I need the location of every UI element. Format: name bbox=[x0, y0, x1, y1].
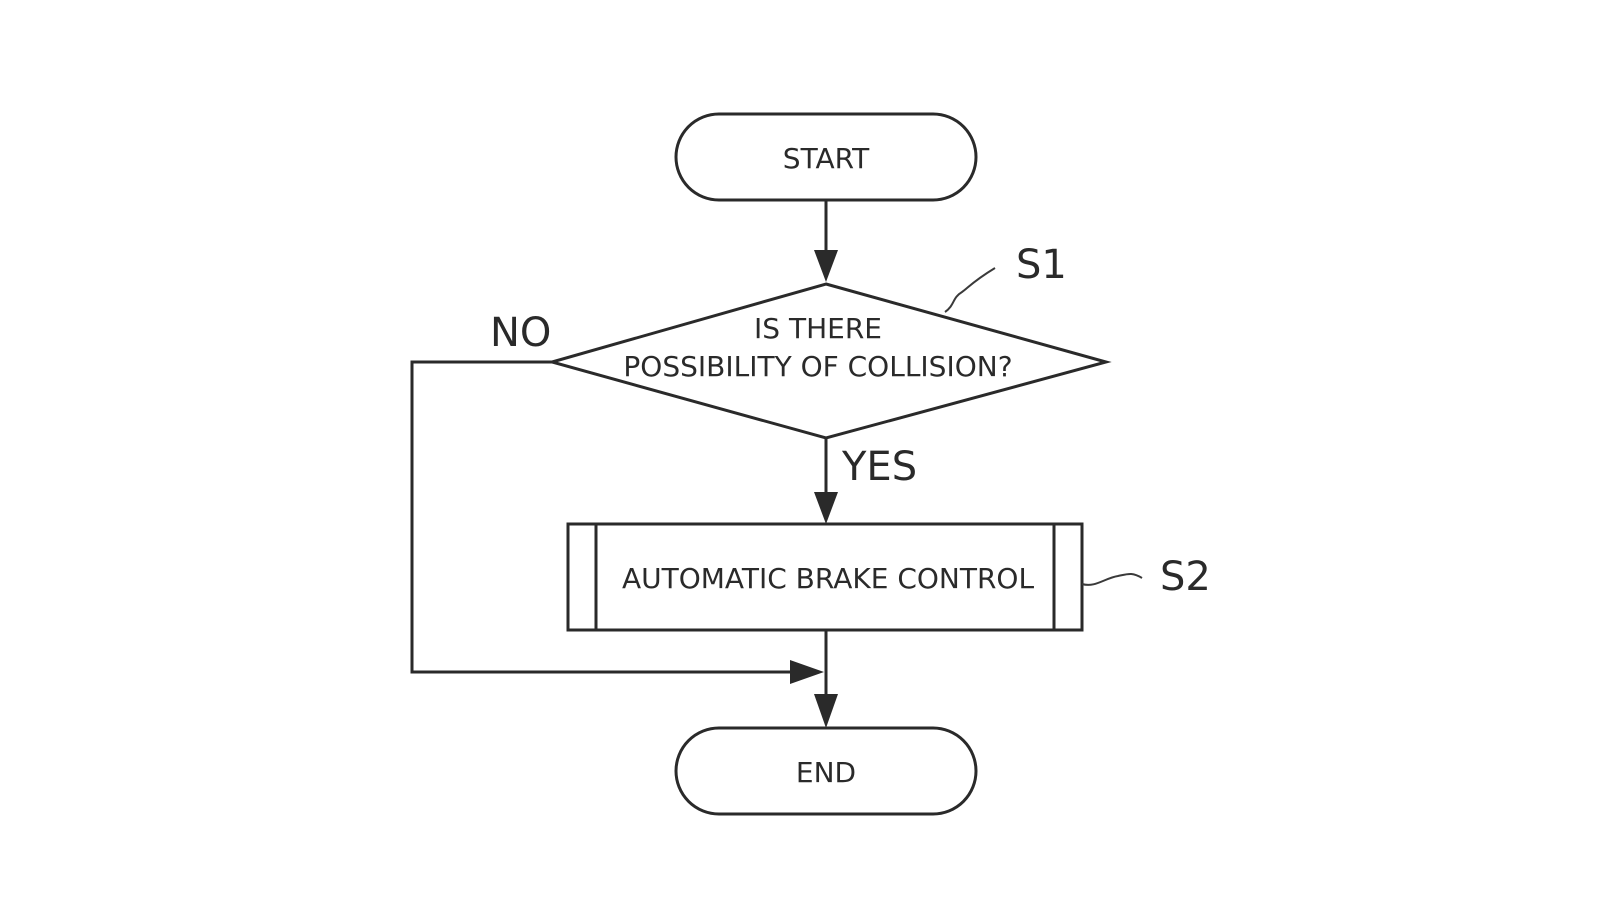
end-shape bbox=[674, 726, 978, 816]
arrow-head-icon bbox=[814, 250, 838, 282]
step-label-s2: S2 bbox=[1160, 554, 1211, 600]
end-label: END bbox=[796, 756, 856, 789]
decision-line-2: POSSIBILITY OF COLLISION? bbox=[623, 350, 1012, 383]
arrow-head-icon bbox=[790, 660, 824, 684]
s2-leader-line bbox=[1081, 573, 1143, 586]
decision-node: IS THERE POSSIBILITY OF COLLISION? S1 bbox=[546, 242, 1112, 440]
process-node: AUTOMATIC BRAKE CONTROL S2 bbox=[566, 522, 1211, 632]
s1-leader-line bbox=[944, 267, 996, 313]
arrow-head-icon bbox=[814, 492, 838, 524]
process-label: AUTOMATIC BRAKE CONTROL bbox=[622, 562, 1035, 595]
no-branch-label: NO bbox=[490, 310, 551, 356]
end-terminal: END bbox=[674, 726, 978, 816]
connector-no-branch bbox=[410, 360, 800, 674]
decision-line-1: IS THERE bbox=[754, 312, 882, 345]
step-label-s1: S1 bbox=[1016, 242, 1067, 288]
arrow-head-icon bbox=[814, 694, 838, 728]
process-shape bbox=[566, 522, 1084, 632]
start-label: START bbox=[783, 142, 870, 175]
start-terminal: START bbox=[674, 112, 978, 202]
yes-branch-label: YES bbox=[841, 444, 917, 490]
